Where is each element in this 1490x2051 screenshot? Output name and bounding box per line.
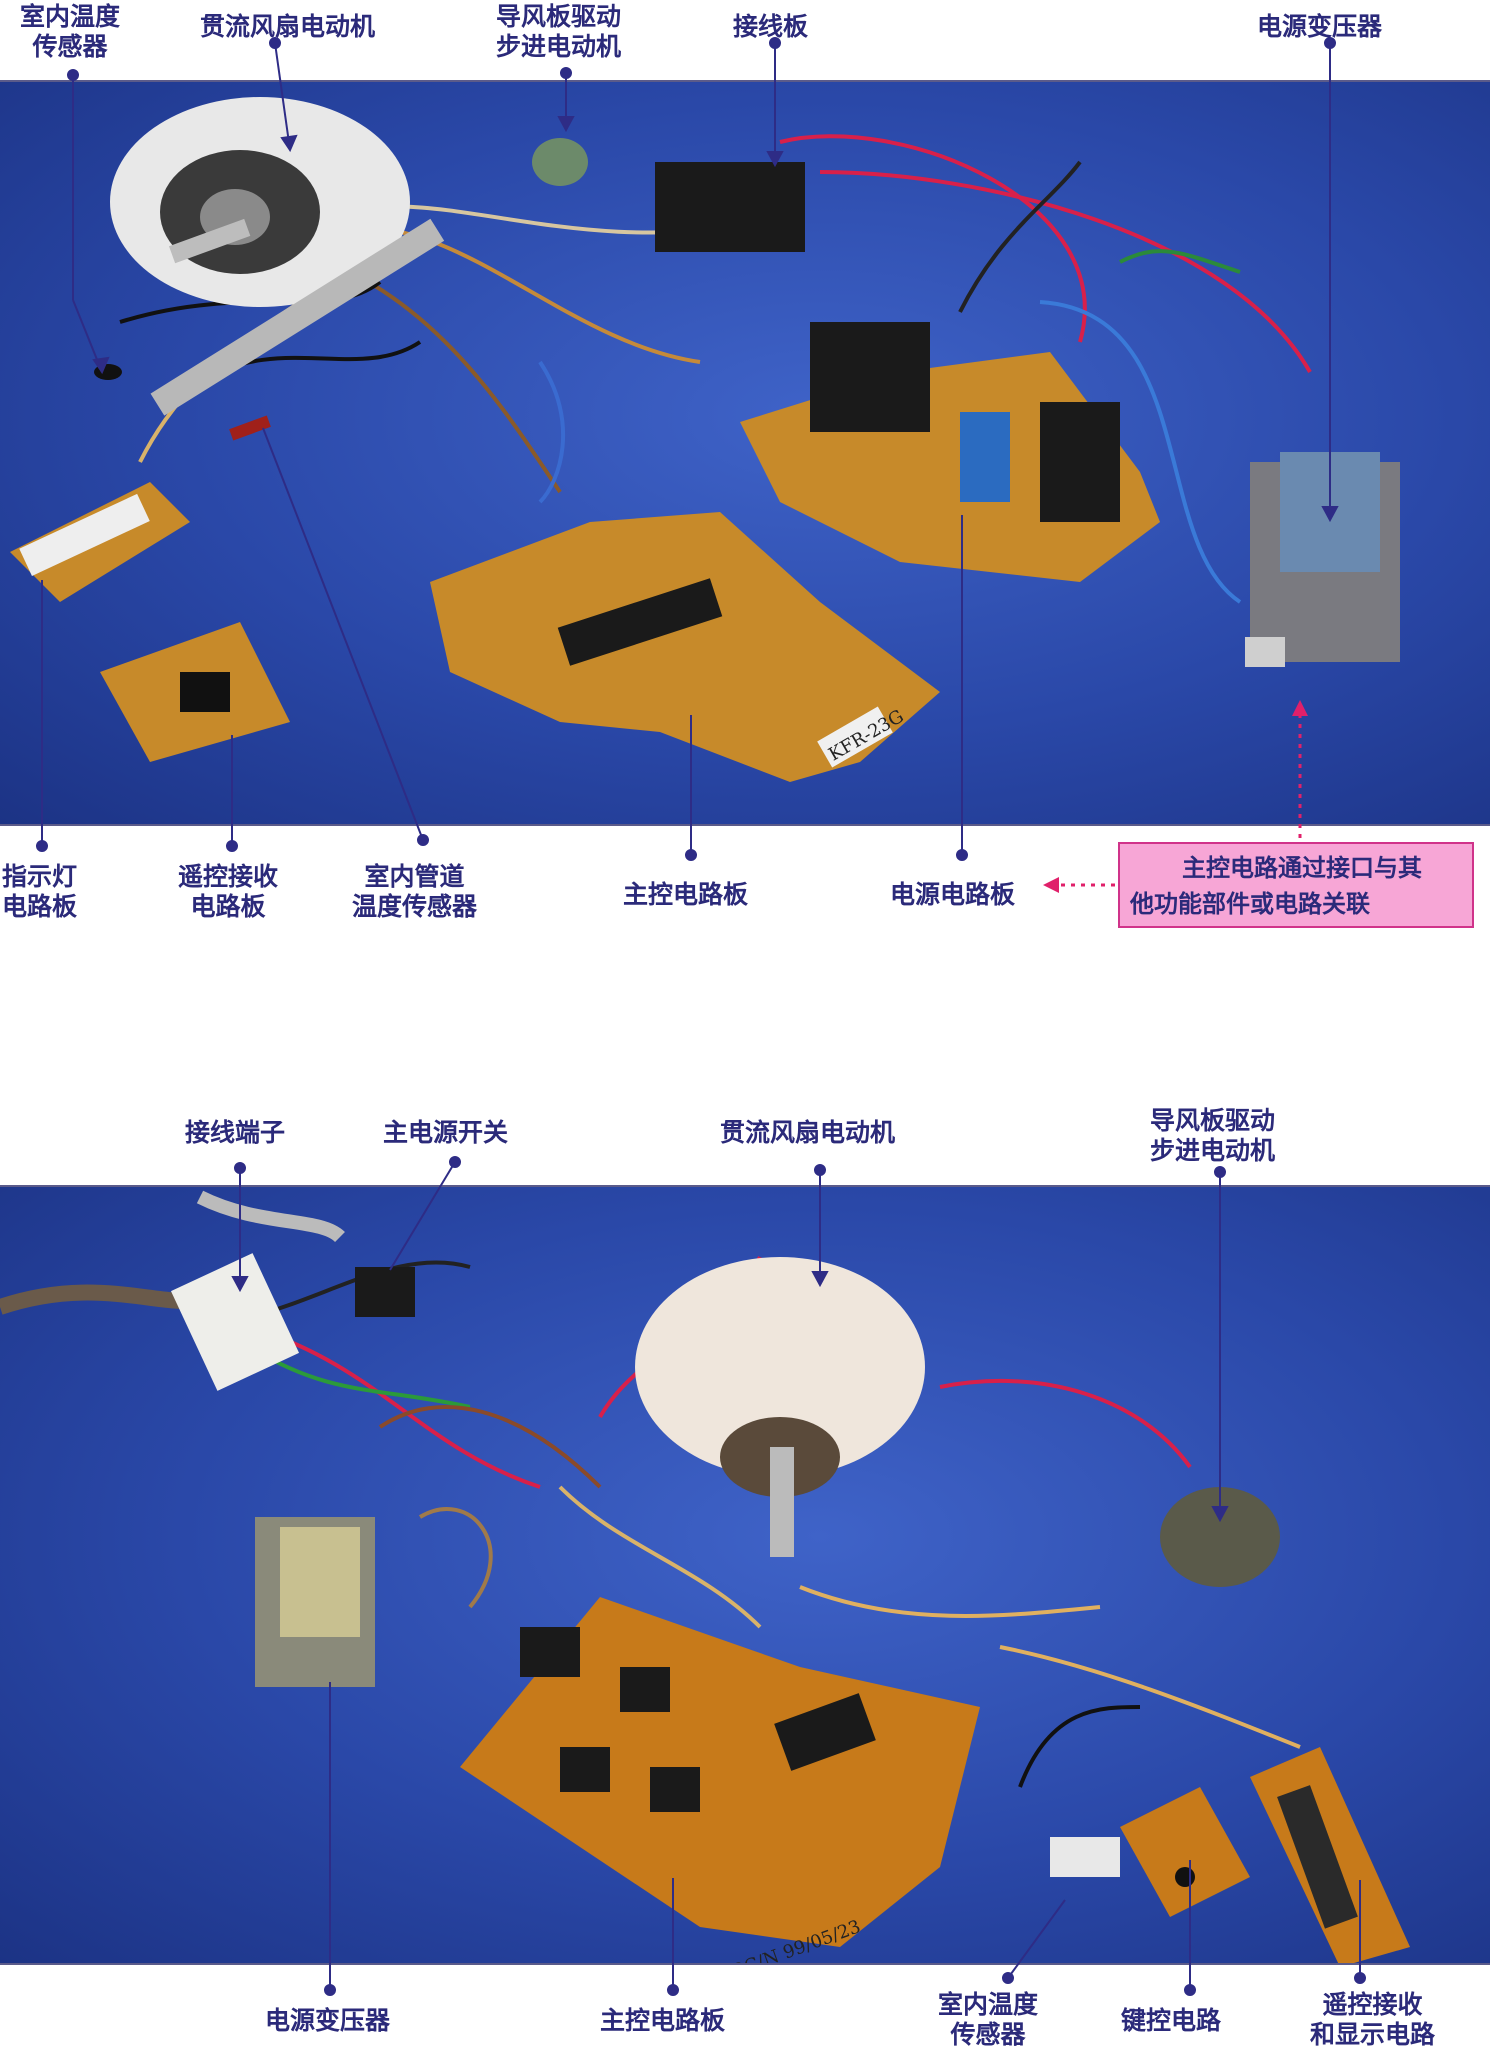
label-indoor-temp-sensor-bottom: 室内温度 传感器 — [938, 1990, 1039, 2049]
label-indicator-board: 指示灯 电路板 — [2, 862, 78, 921]
label-terminal-board-top: 接线板 — [733, 12, 809, 41]
bottom-photo: KF12C/N 99/05/23 — [0, 1185, 1490, 1965]
label-remote-receive-display: 遥控接收 和显示电路 — [1310, 1990, 1436, 2049]
label-crossflow-fan-motor-top: 贯流风扇电动机 — [200, 12, 376, 41]
top-photo-illustration: KFR-23G — [10, 97, 1400, 782]
label-wiring-terminal: 接线端子 — [185, 1118, 286, 1147]
label-main-control-board-top: 主控电路板 — [623, 880, 749, 909]
label-crossflow-fan-motor-bottom: 贯流风扇电动机 — [720, 1118, 896, 1147]
label-louver-stepper-motor-top: 导风板驱动 步进电动机 — [496, 2, 622, 61]
label-indoor-temp-sensor-top: 室内温度 传感器 — [20, 2, 121, 61]
bottom-photo-illustration: KF12C/N 99/05/23 — [0, 1190, 1410, 1963]
label-power-transformer-bottom: 电源变压器 — [265, 2006, 391, 2035]
label-main-control-board-bottom: 主控电路板 — [600, 2006, 726, 2035]
callout-box: 主控电路通过接口与其 他功能部件或电路关联 — [1118, 842, 1474, 928]
label-louver-stepper-motor-bottom: 导风板驱动 步进电动机 — [1150, 1106, 1276, 1165]
label-power-transformer-top: 电源变压器 — [1257, 12, 1383, 41]
label-indoor-pipe-temp-sensor: 室内管道 温度传感器 — [352, 862, 478, 921]
label-key-control-circuit: 键控电路 — [1121, 2006, 1222, 2035]
label-power-board: 电源电路板 — [890, 880, 1016, 909]
label-main-power-switch: 主电源开关 — [383, 1118, 509, 1147]
label-remote-receiver-board: 遥控接收 电路板 — [178, 862, 279, 921]
top-photo: KFR-23G — [0, 80, 1490, 826]
